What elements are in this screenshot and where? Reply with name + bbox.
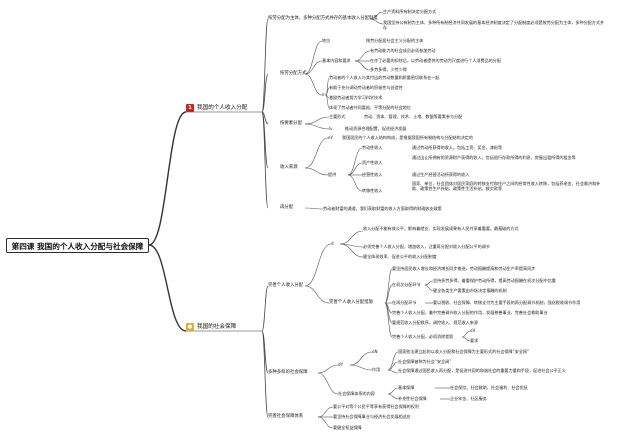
node-measure-6: 要以税收、社会保障、转移支付为主要手段的再分配调节机制，强化税收调节作用: [433, 300, 581, 305]
node-improve-distribution[interactable]: 完善个人收入分配: [268, 283, 304, 288]
node-principle-item-1: 生产资料所有制决定分配方式: [383, 9, 437, 14]
node-source-label-4: 转移性收入: [362, 188, 383, 193]
node-measure-2: 在初次分配环节: [392, 282, 421, 287]
node-system-role-tag: 作用: [372, 367, 381, 372]
node-source-text-1: 通过劳动所获得的收入，包括工资、奖金、津贴等: [412, 145, 503, 150]
node-source-text-3: 通过生产经营活动所获得的收入: [412, 172, 470, 177]
node-system-role-2: 社会保障被称为社会“安全阀”: [398, 359, 452, 364]
node-labor-status-text: 按劳分配居社会主义分配的主体: [366, 38, 424, 43]
node-measure-9: 完善个人收入分配，必须消除差距: [392, 334, 454, 339]
node-source-tag: eY: [328, 135, 334, 140]
node-labor-status: 地位: [322, 38, 331, 43]
priority-1-icon: 1: [186, 104, 194, 112]
node-security-system[interactable]: 多种多样的社会保障: [268, 370, 308, 375]
node-perfect-item-3: 要健全权益保障: [333, 425, 362, 430]
node-perfect-item-1: 要公平对等个公民平等享有获得社会保障的权利: [333, 404, 419, 409]
node-system-role-3: 社会保障通过国民收入再分配，是促进共同的和谐社会的重要力量和手段，促进社会公平正…: [398, 368, 566, 373]
node-system-content-tag: 基本保障: [398, 385, 415, 390]
node-redistribution[interactable]: 再分配: [280, 205, 294, 210]
node-source-label-1: 劳动性收入: [362, 145, 383, 150]
node-measures[interactable]: 完善个人收入分配措施: [329, 300, 373, 305]
node-system-content: 社会保障体系的内容: [338, 391, 375, 396]
node-measure-4: 健全各类生产要素由市场决定报酬的机制: [433, 288, 507, 293]
node-measure-3: 坚持多劳多得，着重保护劳动所得，提高劳动报酬在初次分配中比重: [433, 278, 556, 283]
node-principle-item-2: 我国坚持公有制为主体、多种所有制经济共同发展的基本经济制度决定了分配制度必须是按…: [383, 20, 605, 31]
node-labor-req: 基本内容和要求: [322, 58, 351, 63]
node-improve-item-1: 收入分配不能有效公平，影响着就业、实现发展成果有人民共享着重要。最基础的方式: [363, 226, 519, 231]
node-redistribution-text: 劳动者财富的通道，我们获取财富的收入方面取得的财政收支政策: [323, 206, 442, 211]
branch-income-title: 我国的个人收入分配: [197, 105, 248, 111]
node-system-tag: dY: [338, 362, 344, 367]
node-measure-1: 要坚持居民收入增长和经济增长同步推进，劳动报酬提高和劳动生产率提高同步: [392, 266, 536, 271]
node-labor-distribution[interactable]: 按劳分配方式: [280, 71, 307, 76]
node-factor-distribution[interactable]: 按要素分配: [280, 121, 302, 126]
node-labor-req-item-3: 多劳多得，少劳少得: [370, 67, 407, 72]
node-labor-meaning-item-3: 激励劳动者努力学习科学技术: [329, 95, 383, 100]
node-measure-7: 完善个人收入分配，着中完善调节收入分配的作用，发展慈善事业，完善社会救助事业: [392, 310, 548, 315]
lightbulb-icon: ●: [186, 323, 194, 331]
node-labor-req-item-1: 有劳动能力的社会成员必须参加劳动: [370, 48, 436, 53]
node-source-intro: 我国居民的个人收入结构构成，是根据我国所有制结构与分配结构决定的: [342, 135, 473, 140]
node-system-supplement-text: 企业年金、社区服务: [450, 396, 487, 401]
node-income-source[interactable]: 收入来源: [280, 165, 298, 170]
node-factor-main: 主要形式: [329, 114, 346, 119]
node-labor-meaning-item-2: 有助于充分调动劳动者的积极性与创造性: [329, 85, 403, 90]
node-source-text-2: 通过出让所拥有的资源财产获得的收入，包括银行存款所得的利息、房屋出租所得的租金等: [412, 155, 576, 160]
node-perfect-system[interactable]: 完善社会保障体系: [268, 414, 304, 419]
node-source-label-2: 资产性收入: [362, 160, 383, 165]
node-labor-meaning-item-1: 劳动者的个人收入与其付出的劳动数量和质量密切联系在一起: [329, 75, 440, 80]
node-source-text-4: 国家、单位、社会团体对居民家庭的转移支付和住户之间的经常性收入转移，包括养老金、…: [412, 181, 601, 192]
node-source-label-3: 经营性收入: [362, 172, 383, 177]
node-side-tag-1: oV: [470, 328, 476, 333]
node-side-tag-2: 要求: [470, 338, 479, 343]
node-measure-5: 在再分配环节: [392, 300, 417, 305]
node-labor-meaning-tag: in: [322, 92, 326, 97]
node-measure-8: 要规范收入分配秩序，调控收入、规范收入来源: [392, 320, 478, 325]
branch-social-security[interactable]: ●我国的社会保障: [186, 323, 236, 331]
node-labor-req-item-2: 在作了必要的扣除后，以劳动者提供的劳动为尺度进行个人消费品的分配: [370, 58, 501, 63]
node-improve-item-3: 健全体现效率、促进公平的收入分配制度: [363, 254, 437, 259]
node-system-content-text: 社会保险、社会救助、社会福利、社会优抚: [450, 385, 528, 390]
node-source-tag2: 提供: [328, 172, 337, 177]
node-principle[interactable]: 按劳分配为主体，多种分配方式并存的基本收入分配制度: [268, 16, 378, 21]
root-topic[interactable]: 第四课 我国的个人收入分配与社会保障: [6, 238, 149, 253]
node-factor-tag-text: 推动资源合理配置，促进经济发展: [345, 126, 407, 131]
node-system-role-1: 国家依法建立起的以收入分配和社会保障为主要形式的社会保障“安全网”: [398, 349, 530, 354]
branch-security-title: 我国的社会保障: [197, 324, 237, 330]
node-perfect-item-2: 要坚持社会保障事业与经济社会发展相适应: [333, 414, 411, 419]
node-factor-tag: lv: [329, 126, 333, 131]
node-factor-main-text: 劳动、资本、管理、技术、土地、数据等要素参与分配: [364, 114, 463, 119]
node-labor-meaning-item-4: 体现了劳动者共同富裕、平等分配的社会地位: [329, 105, 411, 110]
node-improve-tag: d: [331, 241, 334, 246]
node-system-role-sub: oN: [372, 349, 378, 354]
node-improve-item-2: 必须完善个人收入分配，增加收入，注重再分配对收入分配公平的调节: [363, 244, 490, 249]
node-system-supplement-tag: 补充性社会保障: [398, 396, 427, 401]
